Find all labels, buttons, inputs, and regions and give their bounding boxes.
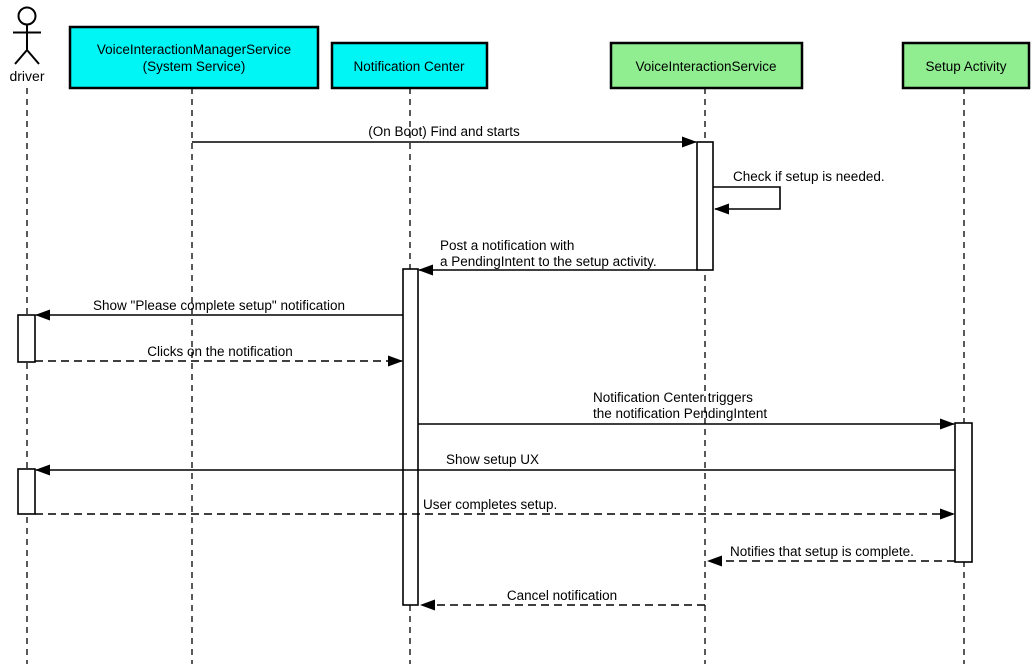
participants: VoiceInteractionManagerService (System S… bbox=[68, 25, 1031, 90]
participant-box-voice-interaction-manager-service bbox=[68, 25, 320, 90]
message-on-boot-label: (On Boot) Find and starts bbox=[368, 124, 520, 139]
message-check-setup-arrow bbox=[713, 186, 781, 215]
activation-bars bbox=[17, 141, 973, 606]
stick-figure-icon bbox=[13, 6, 41, 65]
participant-voice-interaction-service: VoiceInteractionService bbox=[609, 41, 804, 90]
message-trigger-pendingintent-label-line1: Notification Center triggers bbox=[593, 390, 753, 405]
activation-driver-1 bbox=[17, 314, 36, 363]
message-post-notification-label-line1: Post a notification with bbox=[440, 238, 574, 253]
message-show-notification-label: Show "Please complete setup" notificatio… bbox=[93, 298, 345, 313]
actor-head bbox=[17, 6, 37, 26]
participant-label-vims-line2: (System Service) bbox=[143, 59, 246, 74]
participant-box-notification-center bbox=[330, 41, 489, 90]
participant-label-notification-center: Notification Center bbox=[353, 59, 465, 74]
message-cancel-notification-label: Cancel notification bbox=[507, 588, 617, 603]
actor-driver: driver bbox=[9, 6, 45, 84]
participant-label-voice-interaction-service: VoiceInteractionService bbox=[635, 59, 776, 74]
message-clicks-notification-label: Clicks on the notification bbox=[147, 344, 293, 359]
actor-driver-label: driver bbox=[9, 68, 44, 84]
message-check-setup-label: Check if setup is needed. bbox=[733, 169, 885, 184]
activation-driver-2 bbox=[17, 468, 36, 515]
activation-setup-activity bbox=[954, 422, 973, 563]
actor-leg-left bbox=[14, 49, 28, 65]
participant-box-setup-activity bbox=[901, 41, 1031, 90]
participant-box-voice-interaction-service bbox=[609, 41, 804, 90]
message-show-setup-ux-label: Show setup UX bbox=[446, 452, 539, 467]
message-post-notification-label-line2: a PendingIntent to the setup activity. bbox=[440, 254, 657, 269]
message-user-completes-label: User completes setup. bbox=[423, 497, 557, 512]
activation-voice-interaction-service bbox=[696, 141, 714, 271]
participant-label-vims-line1: VoiceInteractionManagerService bbox=[97, 42, 291, 57]
message-trigger-pendingintent-label-line2: the notification PendingIntent bbox=[593, 406, 767, 421]
actor-leg-right bbox=[26, 49, 40, 65]
participant-setup-activity: Setup Activity bbox=[901, 41, 1031, 90]
messages: (On Boot) Find and starts Check if setup… bbox=[35, 124, 955, 611]
participant-notification-center: Notification Center bbox=[330, 41, 489, 90]
participant-label-setup-activity: Setup Activity bbox=[925, 59, 1006, 74]
participant-voice-interaction-manager-service: VoiceInteractionManagerService (System S… bbox=[68, 25, 320, 90]
activation-notification-center bbox=[402, 268, 419, 606]
message-notifies-complete-label: Notifies that setup is complete. bbox=[730, 544, 914, 559]
